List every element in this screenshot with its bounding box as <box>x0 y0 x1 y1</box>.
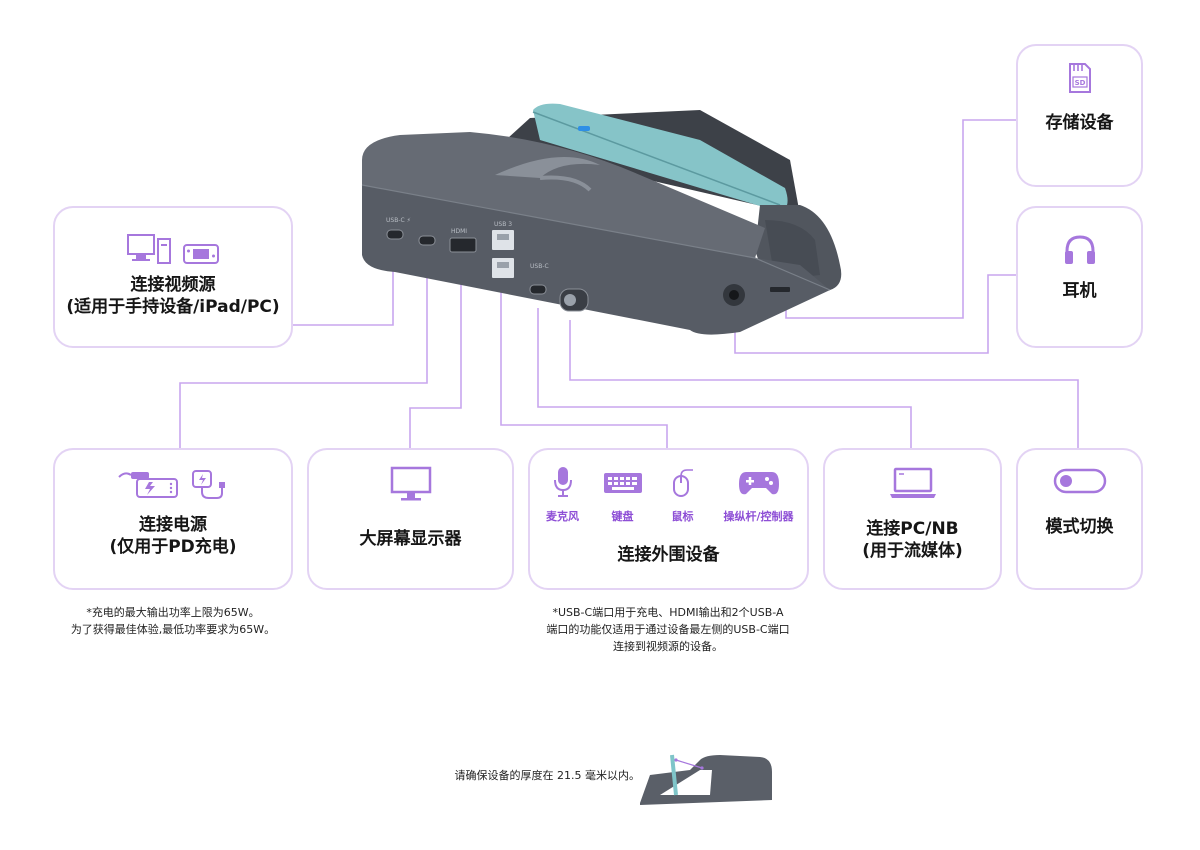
card-pc-nb: 连接PC/NB (用于流媒体) <box>823 448 1002 590</box>
microphone-icon <box>553 467 572 497</box>
peripherals-footnote: *USB-C端口用于充电、HDMI输出和2个USB-A 端口的功能仅适用于通过设… <box>546 606 790 653</box>
port-label-hdmi: HDMI <box>451 228 467 235</box>
card-display: 大屏幕显示器 <box>307 448 514 590</box>
sd-card-icon: SD <box>1068 63 1091 93</box>
thickness-note: 请确保设备的厚度在 21.5 毫米以内。 <box>454 769 640 782</box>
card-headphones: 耳机 <box>1016 206 1143 348</box>
power-footnote: *充电的最大输出功率上限为65W。 为了获得最佳体验,最低功率要求为65W。 <box>70 606 276 636</box>
card-storage-title: 存储设备 <box>1045 113 1114 133</box>
monitor-icon <box>127 234 171 264</box>
handheld-console-icon <box>183 244 219 264</box>
card-peripherals: 麦克风 键盘 鼠标 <box>528 448 809 590</box>
card-mode-switch-title: 模式切换 <box>1045 517 1114 537</box>
card-power: 连接电源 (仅用于PD充电) <box>53 448 293 590</box>
card-pc-nb-title: 连接PC/NB (用于流媒体) <box>862 519 963 561</box>
toggle-switch-icon <box>1053 468 1106 494</box>
sd-card-label: SD <box>1074 79 1085 87</box>
card-storage: SD 存储设备 <box>1016 44 1143 187</box>
peripheral-label-keyboard: 键盘 <box>611 510 634 523</box>
device-ports <box>386 229 790 312</box>
mouse-icon <box>672 469 693 497</box>
gamepad-icon <box>738 472 779 495</box>
peripheral-label-mouse: 鼠标 <box>671 510 694 523</box>
thickness-illustration <box>640 754 772 805</box>
power-bank-icon <box>118 472 178 498</box>
headphones-icon <box>1064 235 1095 264</box>
card-power-title: 连接电源 (仅用于PD充电) <box>109 515 237 557</box>
port-label-usbc: USB-C <box>530 263 549 270</box>
card-peripherals-title: 连接外围设备 <box>617 545 720 565</box>
card-display-title: 大屏幕显示器 <box>359 529 462 549</box>
card-video-source-title: 连接视频源 (适用于手持设备/iPad/PC) <box>66 275 280 317</box>
card-headphones-title: 耳机 <box>1062 281 1097 301</box>
laptop-icon <box>889 467 936 498</box>
dock-device: USB-C ⚡ HDMI USB 3 USB-C <box>361 103 842 335</box>
keyboard-icon <box>603 473 642 493</box>
port-label-pd: USB-C ⚡ <box>386 217 411 224</box>
port-label-usb3: USB 3 <box>494 221 512 228</box>
charger-icon <box>192 470 225 499</box>
peripheral-label-mic: 麦克风 <box>546 510 579 523</box>
monitor-icon <box>390 466 431 501</box>
card-video-source: 连接视频源 (适用于手持设备/iPad/PC) <box>53 206 293 348</box>
peripheral-label-gamepad: 操纵杆/控制器 <box>723 510 794 523</box>
card-mode-switch: 模式切换 <box>1016 448 1143 590</box>
